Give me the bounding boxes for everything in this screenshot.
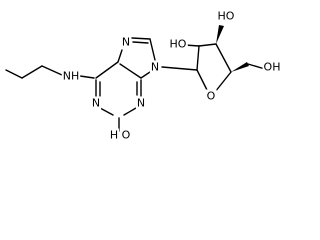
propyl-chain	[5, 65, 63, 79]
molecule-structure: N N NH N N O H O HO HO OH	[0, 0, 320, 160]
bond-c6-c5	[95, 61, 119, 79]
atom-label-c3p-hydroxyl: HO	[218, 10, 235, 23]
atom-label-n7: N	[122, 36, 130, 49]
bond-c3p-c2p	[198, 43, 217, 47]
bond-c5p-oh	[247, 63, 266, 70]
atom-labels: N N NH N N O H O HO HO OH	[61, 9, 282, 142]
atom-label-c2p-hydroxyl: HO	[170, 38, 187, 51]
bond-o4p-c4p	[214, 71, 232, 93]
label-background	[135, 96, 147, 110]
atom-label-ring-oxygen: O	[207, 90, 216, 103]
atom-label-n3: N	[137, 97, 145, 110]
bond-ch2-ch2	[21, 65, 43, 79]
bond-n7-c8	[131, 37, 151, 40]
bond-n7-c8-double	[132, 41, 149, 44]
atom-label-n9: N	[151, 61, 159, 74]
bond-n9-c1prime	[161, 66, 198, 71]
atom-label-c2-hydrogen: H	[110, 129, 118, 142]
bond-c4-c5	[119, 63, 142, 79]
bond-c4p-c3p	[215, 43, 232, 73]
bond-ch3-ch2	[5, 69, 23, 79]
bond-c2-n3	[123, 107, 137, 116]
atom-label-n1: N	[92, 97, 100, 110]
atom-label-nh: NH	[63, 70, 80, 83]
label-background	[90, 96, 102, 110]
bond-c5-n7	[117, 49, 123, 63]
bond-c2p-c1p	[196, 45, 200, 71]
label-background	[120, 35, 132, 49]
bond-c1p-o4p	[196, 69, 209, 93]
label-background	[108, 128, 120, 142]
imidazole-ring	[117, 37, 156, 79]
label-background	[216, 9, 236, 23]
label-background	[262, 60, 282, 74]
atom-label-c5p-hydroxyl: OH	[264, 61, 281, 74]
bond-nh-c6	[79, 75, 95, 79]
sugar-ring	[196, 43, 232, 93]
bond-c8-n9	[149, 38, 156, 61]
background	[0, 0, 320, 160]
bond-ch2-nh	[41, 65, 63, 76]
label-background	[205, 89, 217, 103]
wedge-c3p-oh	[216, 25, 224, 44]
wedge-c4p-c5p	[231, 62, 249, 72]
atom-label-c2-oxygen: O	[122, 129, 131, 142]
label-background	[149, 60, 161, 74]
label-background	[168, 37, 188, 51]
bond-n9-c4	[140, 71, 151, 79]
label-background	[120, 128, 132, 142]
bond-n1-c2	[99, 107, 114, 116]
label-background	[61, 69, 81, 83]
